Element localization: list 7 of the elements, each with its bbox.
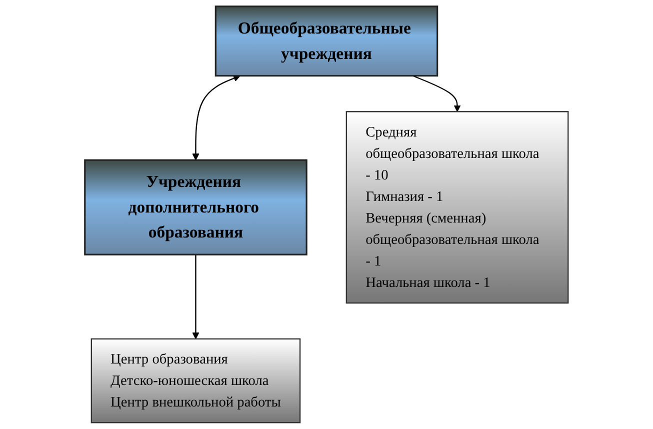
node-box: Общеобразовательные учреждения: [214, 6, 438, 77]
node-box: Учреждения дополнительного образования: [84, 159, 308, 256]
node-box: Центр образования Детско-юношеская школа Центр внешкольной работы: [90, 338, 301, 424]
arrow: [192, 254, 200, 340]
arrow: [192, 74, 240, 160]
arrow: [412, 75, 461, 112]
node-box: Средняя общеобразовательная школа - 10 Гимназия - 1 Вечерняя (сменная) общеобразовательная школа - 1 Начальная школа - 1: [346, 111, 569, 304]
